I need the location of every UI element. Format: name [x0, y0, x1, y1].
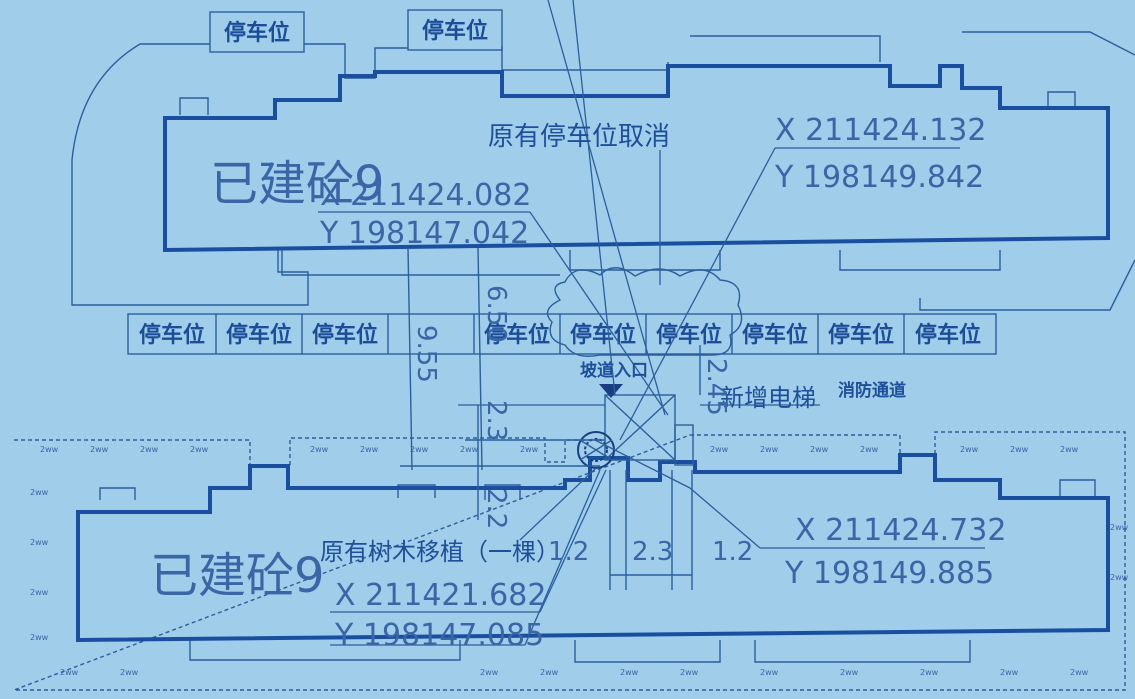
grass-mark: 2ww — [60, 668, 79, 677]
top-building — [163, 64, 1110, 253]
bottom-building — [76, 453, 1110, 643]
grass-mark: 2ww — [1010, 445, 1029, 454]
grass-mark: 2ww — [620, 668, 639, 677]
grass-mark: 2ww — [30, 633, 49, 642]
grass-mark: 2ww — [1000, 668, 1019, 677]
fire-lane-label: 消防通道 — [838, 380, 906, 401]
grass-mark: 2ww — [920, 668, 939, 677]
ramp-arrow-icon — [599, 384, 623, 398]
grass-mark: 2ww — [30, 538, 49, 547]
dimension-2-3-horizontal: 2.3 — [632, 537, 673, 567]
grass-mark: 2ww — [810, 445, 829, 454]
coord-1-y: Y 198149.842 — [774, 160, 984, 195]
top-parking-spots: 停车位 停车位 — [209, 9, 503, 53]
grass-mark: 2ww — [680, 668, 699, 677]
ramp-area — [599, 384, 694, 466]
grass-mark: 2ww — [460, 445, 479, 454]
grass-mark: 2ww — [410, 445, 429, 454]
tree-transplant-note: 原有树木移植（一棵） — [320, 538, 560, 566]
grass-mark: 2ww — [540, 668, 559, 677]
grass-mark: 2ww — [360, 445, 379, 454]
grass-mark: 2ww — [1070, 668, 1089, 677]
parking-label: 停车位 — [570, 322, 636, 348]
grass-mark: 2ww — [840, 668, 859, 677]
dimension-2-3-vertical: 2.3 — [481, 400, 511, 441]
parking-label: 停车位 — [656, 322, 722, 348]
coord-1-x: X 211424.132 — [775, 113, 986, 148]
parking-row: 停车位 停车位 停车位 停车位 停车位 停车位 停车位 停车位 停车位 — [127, 313, 997, 355]
parking-label: 停车位 — [226, 322, 292, 348]
revision-cloud — [546, 267, 743, 357]
dimension-lines — [400, 247, 701, 590]
grass-mark: 2ww — [1110, 573, 1129, 582]
built-structure-label-top: 已建砼9 — [210, 156, 385, 212]
coord-4-y: Y 198147.085 — [334, 618, 544, 653]
grass-mark: 2ww — [40, 445, 59, 454]
grass-mark: 2ww — [90, 445, 109, 454]
grass-mark: 2ww — [760, 668, 779, 677]
parking-label: 停车位 — [312, 322, 378, 348]
parking-label: 停车位 — [915, 322, 981, 348]
grass-mark: 2ww — [1060, 445, 1079, 454]
coord-4-x: X 211421.682 — [335, 578, 546, 613]
dimension-2-45: 2.45 — [701, 358, 731, 416]
grass-mark: 2ww — [710, 445, 729, 454]
grass-hatching: 2ww 2ww 2ww 2ww 2ww 2ww 2ww 2ww 2ww 2ww … — [30, 445, 1129, 677]
grass-mark: 2ww — [310, 445, 329, 454]
grass-mark: 2ww — [120, 668, 139, 677]
grass-mark: 2ww — [30, 588, 49, 597]
parking-label: 停车位 — [484, 322, 550, 348]
grass-mark: 2ww — [140, 445, 159, 454]
parking-label: 停车位 — [828, 322, 894, 348]
coord-2-y: Y 198147.042 — [319, 216, 529, 251]
guide-lines — [318, 0, 985, 646]
grass-mark: 2ww — [960, 445, 979, 454]
cancel-parking-note: 原有停车位取消 — [488, 122, 670, 152]
dimension-9-55: 9.55 — [411, 325, 441, 383]
lower-landscape-area — [13, 431, 1126, 691]
grass-mark: 2ww — [520, 445, 539, 454]
grass-mark: 2ww — [760, 445, 779, 454]
new-elevator-label: 新增电梯 — [720, 384, 816, 412]
tree-icon — [577, 431, 615, 469]
coord-2-x: X 211424.082 — [320, 178, 531, 213]
parking-label: 停车位 — [742, 322, 808, 348]
dimension-2-2: 2.2 — [481, 488, 511, 529]
ramp-entry-label: 坡道入口 — [580, 360, 648, 381]
dimension-1-2-right: 1.2 — [712, 537, 753, 567]
grass-mark: 2ww — [860, 445, 879, 454]
grass-mark: 2ww — [190, 445, 209, 454]
parking-label: 停车位 — [224, 20, 290, 46]
built-structure-label-bottom: 已建砼9 — [150, 548, 325, 604]
grass-mark: 2ww — [30, 488, 49, 497]
dimension-1-2-left: 1.2 — [548, 537, 589, 567]
grass-mark: 2ww — [1110, 523, 1129, 532]
parking-label: 停车位 — [139, 322, 205, 348]
coord-3-x: X 211424.732 — [795, 513, 1006, 548]
coord-3-y: Y 198149.885 — [784, 556, 994, 591]
parking-label: 停车位 — [422, 18, 488, 44]
dimension-6-50: 6.50 — [481, 285, 511, 343]
grass-mark: 2ww — [480, 668, 499, 677]
